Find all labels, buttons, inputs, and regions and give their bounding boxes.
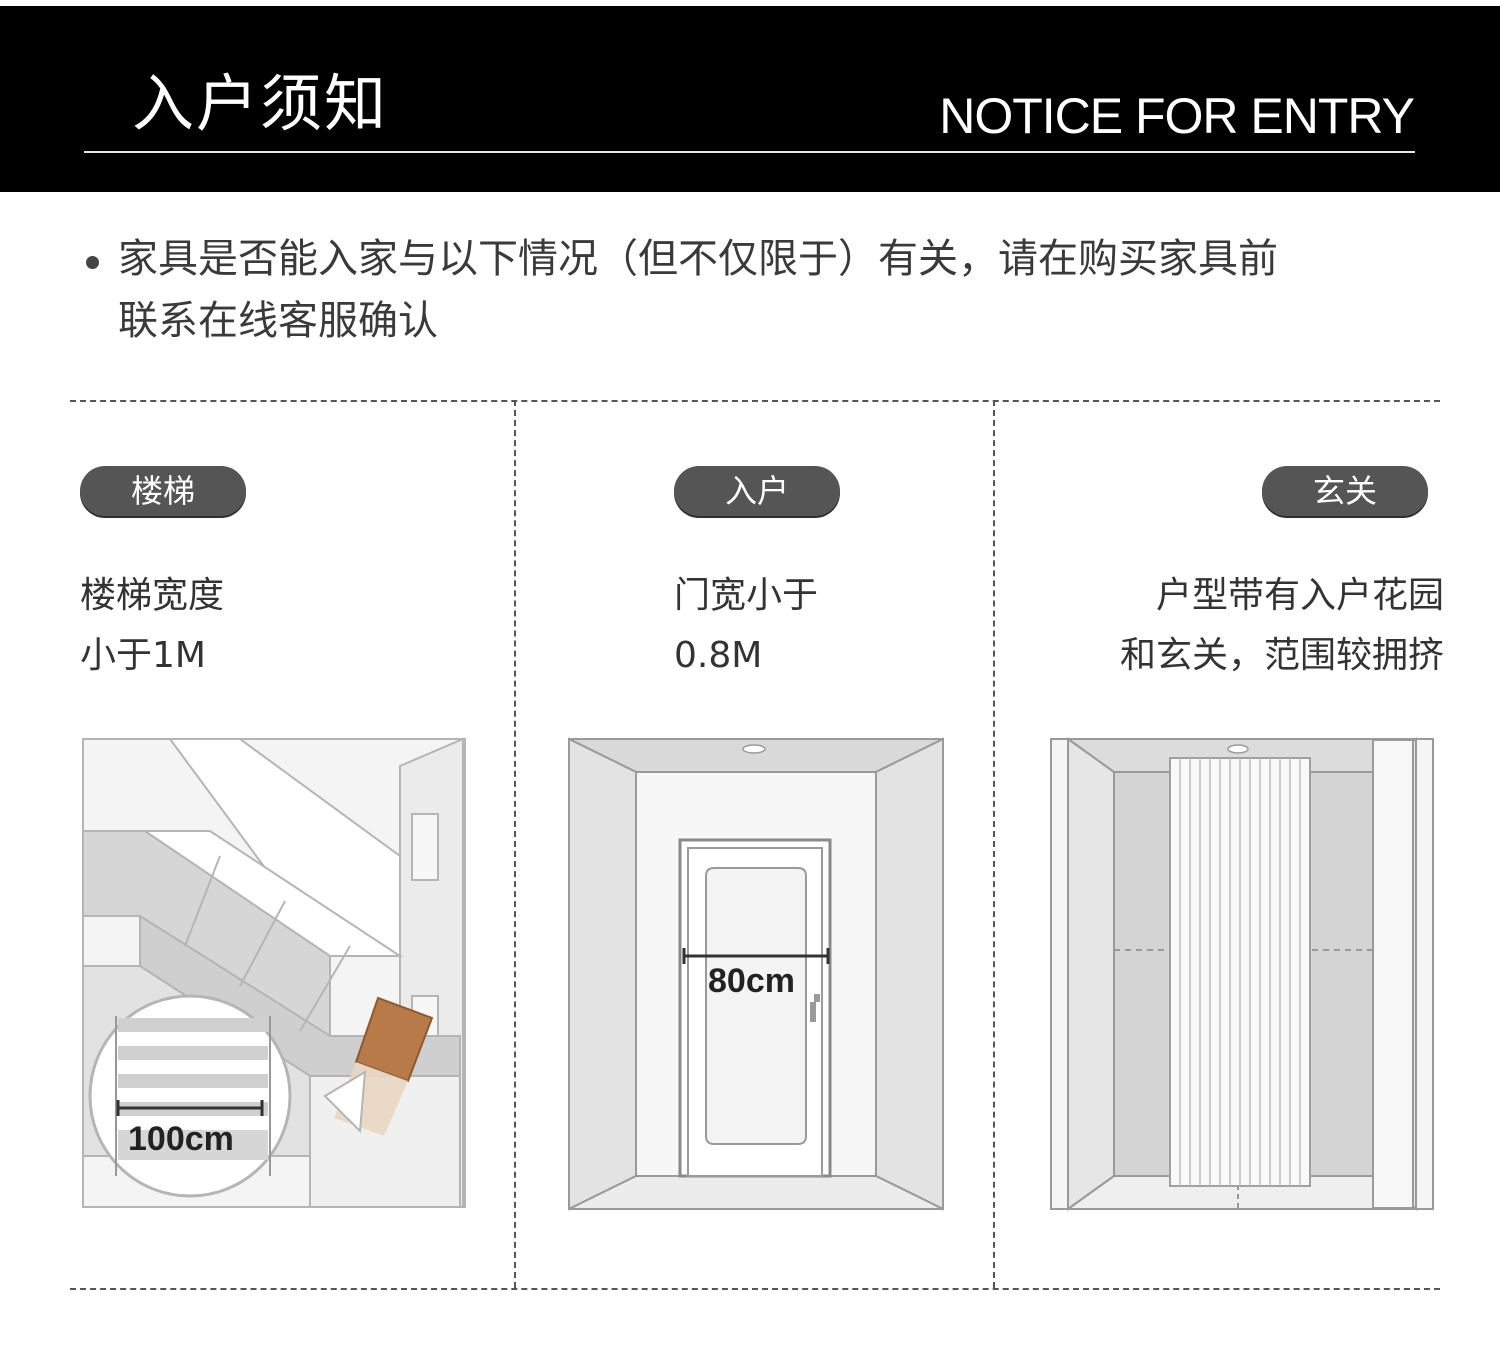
tag-entry: 入户 <box>674 466 840 516</box>
frame-top-divider <box>70 400 1440 402</box>
stairs-description: 楼梯宽度 小于1M <box>80 566 224 686</box>
foyer-illustration <box>1050 736 1434 1212</box>
frame-bottom-divider <box>70 1288 1440 1290</box>
entry-desc-line-1: 门宽小于 <box>674 575 819 616</box>
notice-line-1: 家具是否能入家与以下情况（但不仅限于）有关，请在购买家具前 <box>118 236 1278 282</box>
notice-line-2: 联系在线客服确认 <box>118 298 438 344</box>
staircase-illustration <box>82 737 466 1208</box>
stairs-width-label: 100cm <box>128 1120 234 1158</box>
header-divider <box>84 151 1415 153</box>
entry-desc-line-2: 0.8M <box>674 635 763 676</box>
tag-foyer: 玄关 <box>1262 466 1428 516</box>
entry-description: 门宽小于 0.8M <box>674 566 818 686</box>
column-divider-1 <box>514 400 516 1288</box>
door-width-label: 80cm <box>708 962 795 1000</box>
door-illustration <box>568 737 944 1211</box>
foyer-description: 户型带有入户花园 和玄关，范围较拥挤 <box>1120 566 1444 686</box>
tag-stairs: 楼梯 <box>80 466 246 516</box>
stairs-desc-line-2: 小于1M <box>80 635 206 676</box>
header-band: 入户须知 NOTICE FOR ENTRY <box>0 6 1500 192</box>
notice-text: 家具是否能入家与以下情况（但不仅限于）有关，请在购买家具前 联系在线客服确认 <box>118 228 1438 352</box>
foyer-desc-line-1: 户型带有入户花园 <box>1155 575 1444 616</box>
bullet-icon <box>86 256 99 269</box>
foyer-desc-line-2: 和玄关，范围较拥挤 <box>1119 635 1444 676</box>
page-title: 入户须知 <box>132 67 389 140</box>
page-subtitle: NOTICE FOR ENTRY <box>939 88 1415 144</box>
column-divider-2 <box>993 400 995 1288</box>
stairs-desc-line-1: 楼梯宽度 <box>80 575 225 616</box>
